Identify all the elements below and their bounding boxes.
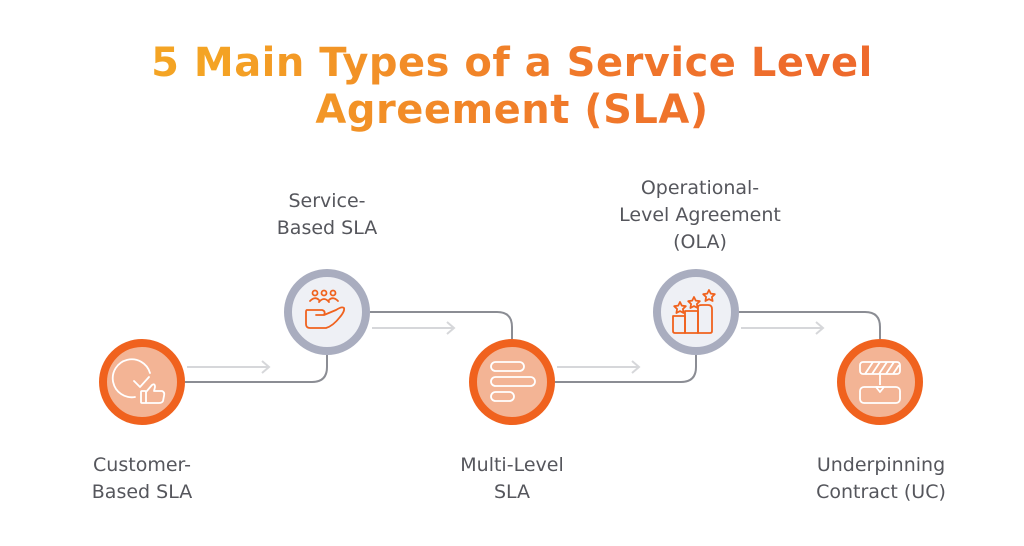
label-line: Based SLA bbox=[276, 217, 378, 239]
checkmark-thumbs-up-icon bbox=[111, 358, 166, 404]
stacked-bars-icon bbox=[490, 361, 536, 402]
step-3-node bbox=[469, 339, 555, 425]
arrows bbox=[187, 321, 825, 374]
stars-podium-icon bbox=[672, 289, 716, 334]
label-line: Level Agreement bbox=[619, 204, 781, 226]
step-1-label: Customer- Based SLA bbox=[22, 452, 262, 506]
label-line: Operational- bbox=[640, 177, 760, 199]
arrow-icon bbox=[741, 321, 825, 335]
step-2-label: Service- Based SLA bbox=[207, 188, 447, 242]
step-4-label: Operational- Level Agreement (OLA) bbox=[580, 175, 820, 256]
step-1-node bbox=[99, 339, 185, 425]
label-line: Customer- bbox=[93, 454, 191, 476]
step-3-label: Multi-Level SLA bbox=[392, 452, 632, 506]
label-line: Based SLA bbox=[91, 481, 193, 503]
hand-with-people-icon bbox=[305, 289, 346, 329]
flow-blocks-icon bbox=[859, 361, 901, 404]
arrow-icon bbox=[372, 321, 456, 335]
label-line: Multi-Level bbox=[460, 454, 564, 476]
label-line: Contract (UC) bbox=[816, 481, 946, 503]
step-2-node bbox=[284, 269, 370, 355]
label-line: Underpinning bbox=[816, 454, 946, 476]
connector-4-5 bbox=[739, 311, 881, 339]
connector-2-3 bbox=[370, 311, 513, 339]
label-line: SLA bbox=[493, 481, 531, 503]
label-line: (OLA) bbox=[673, 231, 727, 253]
arrow-icon bbox=[187, 360, 271, 374]
step-4-node bbox=[653, 269, 739, 355]
connector-3-4 bbox=[555, 355, 697, 383]
connector-1-2 bbox=[185, 355, 328, 383]
arrow-icon bbox=[557, 360, 641, 374]
connectors bbox=[185, 311, 881, 383]
step-5-label: Underpinning Contract (UC) bbox=[761, 452, 1001, 506]
label-line: Service- bbox=[288, 190, 366, 212]
step-5-node bbox=[837, 339, 923, 425]
